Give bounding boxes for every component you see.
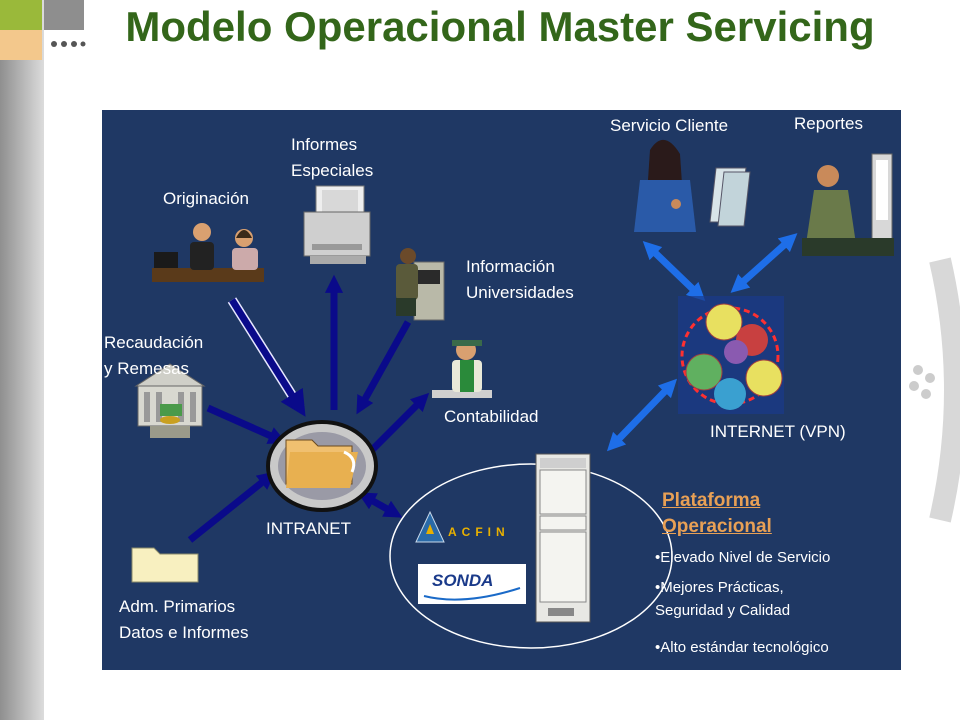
node-servicio-cliente: Servicio Cliente [610, 116, 729, 135]
platform-bullet: •Mejores Prácticas, Seguridad y Calidad [655, 579, 791, 619]
arrow-platform-internet [606, 378, 678, 452]
bank-money-icon [134, 363, 206, 438]
node-intranet: INTRANET [266, 519, 351, 538]
decorative-green-square [0, 0, 42, 30]
arrow-intranet-to-platform [357, 492, 403, 518]
node-contabilidad: Contabilidad [444, 407, 539, 426]
node-informes-especiales: Informes Especiales [291, 135, 374, 180]
page-title: Modelo Operacional Master Servicing [125, 3, 875, 50]
acfin-logo-text: ACFIN [448, 525, 510, 539]
arrow-adm-to-intranet [187, 471, 276, 543]
decorative-left-band [0, 0, 44, 720]
technician-icon [396, 248, 445, 321]
meeting-people-icon [152, 223, 264, 282]
acfin-logo: ACFIN [415, 510, 516, 543]
customer-service-icon [634, 139, 751, 232]
decorative-right-swoosh [909, 257, 960, 523]
platform-title: Plataforma Operacional [662, 490, 772, 537]
sonda-logo-text: SONDA [432, 571, 493, 590]
accountant-icon [432, 340, 492, 398]
intranet-folder-icon [266, 420, 378, 512]
server-icon [535, 453, 591, 623]
node-adm-primarios: Adm. Primarios Datos e Informes [119, 597, 249, 642]
decorative-orange-square [0, 30, 42, 60]
arrow-servicio-internet [642, 240, 706, 302]
platform-ellipse [389, 463, 673, 649]
reports-person-icon [802, 153, 894, 256]
node-originacion: Originación [163, 189, 249, 208]
internet-globe-people-icon [678, 296, 784, 414]
node-internet-vpn: INTERNET (VPN) [710, 422, 846, 441]
printer-icon [303, 185, 371, 264]
platform-bullet: •Alto estándar tecnológico [655, 639, 829, 656]
arrow-intranet-to-contabilidad [369, 392, 430, 453]
node-informacion-universidades: Información Universidades [466, 257, 574, 302]
arrow-reportes-internet [730, 233, 798, 293]
arrow-originacion-to-intranet [227, 297, 306, 417]
arrow-universidades-to-intranet [356, 320, 412, 415]
decorative-gray-square [44, 0, 84, 30]
node-recaudacion-remesas: Recaudación y Remesas [104, 333, 204, 378]
node-reportes: Reportes [794, 114, 863, 133]
sonda-logo: SONDA [418, 564, 526, 604]
decorative-dots [51, 41, 86, 47]
platform-bullet: •Elevado Nivel de Servicio [655, 549, 831, 566]
folder-icon [131, 547, 199, 583]
arrow-recaudacion-to-intranet [206, 404, 287, 444]
